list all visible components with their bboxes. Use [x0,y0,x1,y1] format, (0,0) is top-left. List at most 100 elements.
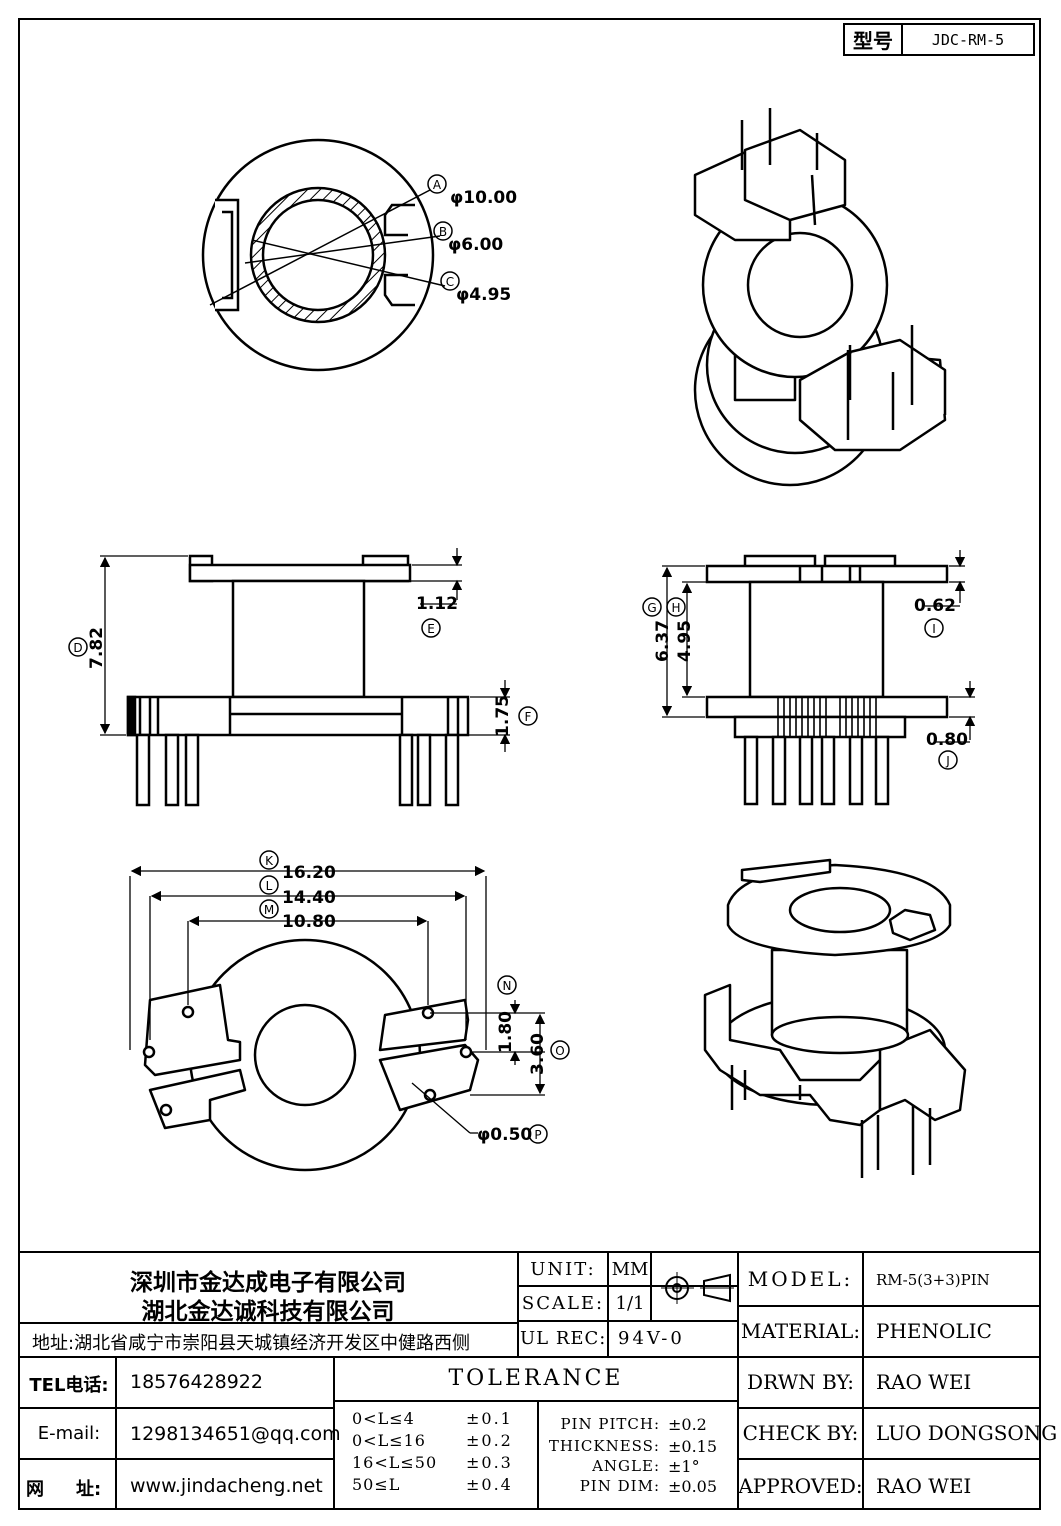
dim-M-value: 10.80 [282,912,336,932]
company-address: 地址:湖北省咸宁市崇阳县天城镇经济开发区中健路西侧 [32,1333,471,1354]
dim-D-letter: D [73,641,82,655]
front-view [126,554,470,807]
dim-K-letter: K [265,854,274,868]
dim-C: C φ4.95 [440,271,511,305]
tol-range-2: 0<L≤16 [352,1431,426,1450]
tol-value-3: ±0.3 [466,1453,513,1472]
type-value: JDC-RM-5 [931,30,1005,49]
tol-value-1: ±0.1 [466,1409,513,1428]
dim-G-value: 6.37 [653,620,673,662]
dim-G: G 6.37 [642,597,673,662]
dim-J: 0.80 J [926,730,968,770]
angle-value: ±1° [668,1457,700,1476]
dim-N-value: 1.80 [496,1011,516,1053]
dim-P-value: φ0.50 [477,1125,532,1145]
dim-M-letter: M [264,903,274,917]
model-label: MODEL: [747,1267,854,1291]
dim-C-letter: C [446,275,454,289]
web-value: www.jindacheng.net [130,1475,323,1497]
web-label-1: 网 [26,1479,44,1500]
iso-view-1 [693,108,947,487]
dim-B-letter: B [439,225,447,239]
dim-H: H 4.95 [666,597,695,662]
tol-range-4: 50≤L [352,1475,401,1494]
ulrec-value: 94V-0 [618,1328,685,1349]
technical-drawing: A φ10.00 B φ6.00 C φ4.95 [68,108,976,1178]
email-label: E-mail: [37,1423,101,1444]
dim-O-value: 3.60 [528,1033,548,1075]
dim-B-value: φ6.00 [448,235,503,255]
dim-C-value: φ4.95 [456,285,511,305]
type-label: 型号 [845,25,903,54]
tol-value-4: ±0.4 [466,1475,513,1494]
side-dims [661,550,976,743]
tel-value: 18576428922 [130,1371,263,1393]
dim-L: L 14.40 [259,875,336,908]
dim-L-value: 14.40 [282,888,336,908]
pin-pitch-value: ±0.2 [668,1415,707,1434]
dim-D: D 7.82 [68,627,107,669]
model-value: RM-5(3+3)PIN [876,1271,990,1289]
thickness-label: THICKNESS: [548,1437,660,1455]
dim-G-letter: G [647,601,656,615]
dim-H-letter: H [671,601,680,615]
dim-H-value: 4.95 [675,620,695,662]
dim-N-letter: N [503,979,512,993]
company-name-2: 湖北金达诚科技有限公司 [141,1299,395,1325]
unit-label: UNIT: [530,1259,596,1280]
dim-F-letter: F [525,710,532,724]
dim-B: B φ6.00 [433,221,503,255]
tel-label: TEL电话: [29,1375,109,1396]
pin-pitch-label: PIN PITCH: [560,1415,660,1433]
dim-K-value: 16.20 [282,863,336,883]
tol-range-1: 0<L≤4 [352,1409,415,1428]
top-view [201,138,446,372]
dim-I: 0.62 I [914,596,956,638]
dim-A: A φ10.00 [427,174,517,208]
bottom-view [142,938,480,1172]
dim-A-value: φ10.00 [450,188,517,208]
check-value: LUO DONGSONG [876,1421,1058,1445]
side-view [705,554,949,806]
dim-E: 1.12 E [416,594,458,638]
scale-label: SCALE: [521,1293,605,1314]
approved-label: APPROVED: [738,1474,863,1498]
unit-value: MM [611,1259,649,1280]
dim-K: K 16.20 [259,850,336,883]
web-label-2: 址: [76,1479,102,1500]
approved-value: RAO WEI [876,1474,972,1498]
dim-E-letter: E [427,622,435,636]
type-box: 型号 JDC-RM-5 [843,23,1035,56]
bottom-dims [129,865,546,1134]
scale-value: 1/1 [615,1293,645,1314]
front-dims [99,548,511,752]
projection-symbol-icon [661,1272,734,1304]
dim-J-letter: J [945,754,950,768]
drawn-label: DRWN BY: [747,1370,854,1394]
dim-M: M 10.80 [259,899,336,932]
tol-range-3: 16<L≤50 [352,1453,438,1472]
dim-E-value: 1.12 [416,594,458,614]
dim-O: 3.60 O [528,1033,570,1075]
check-label: CHECK BY: [742,1421,859,1445]
dim-P: φ0.50 P [477,1124,548,1145]
dim-O-letter: O [555,1044,564,1058]
tol-value-2: ±0.2 [466,1431,513,1450]
tolerance-title: TOLERANCE [448,1366,624,1391]
thickness-value: ±0.15 [668,1437,718,1456]
dim-A-letter: A [433,178,442,192]
dim-J-value: 0.80 [926,730,968,750]
drawn-value: RAO WEI [876,1370,972,1394]
dim-I-letter: I [932,622,936,636]
ulrec-label: UL REC: [520,1328,607,1349]
pin-dim-value: ±0.05 [668,1477,718,1496]
title-block: 深圳市金达成电子有限公司 湖北金达诚科技有限公司 地址:湖北省咸宁市崇阳县天城镇… [18,1251,1057,1510]
title-block-grid [18,1251,1041,1510]
material-value: PHENOLIC [876,1319,992,1343]
dim-F: 1.75 F [493,695,538,737]
pin-dim-label: PIN DIM: [579,1477,660,1495]
iso-view-2 [703,858,967,1178]
dim-N: N 1.80 [496,975,517,1053]
email-value: 1298134651@qq.com [130,1423,341,1445]
dim-L-letter: L [266,879,273,893]
